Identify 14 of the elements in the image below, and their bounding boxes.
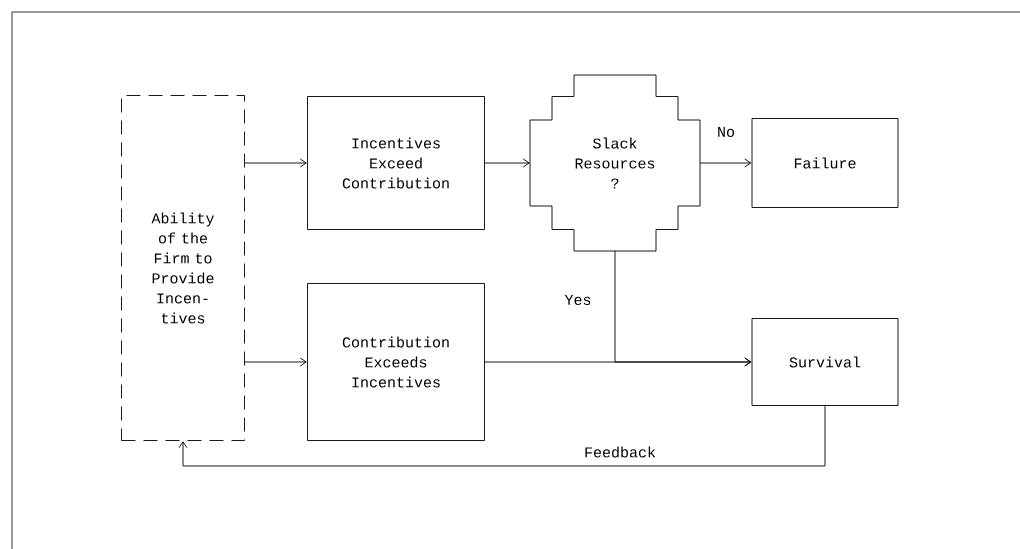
process-box: Failure xyxy=(751,118,899,208)
input-box: Ability of the Firm to Provide Incen- tives xyxy=(121,95,245,441)
edge-label: Yes xyxy=(562,293,594,307)
edge-label: Feedback xyxy=(582,444,658,460)
arrow xyxy=(484,357,752,367)
process-box: Incentives Exceed Contribution xyxy=(307,96,485,230)
arrow xyxy=(484,158,530,168)
edge-label: No xyxy=(715,125,737,139)
arrow xyxy=(244,158,307,168)
arrow xyxy=(178,405,826,467)
arrow xyxy=(699,158,752,168)
process-box: Contribution Exceeds Incentives xyxy=(307,283,485,441)
process-box: Survival xyxy=(751,318,899,406)
arrow xyxy=(244,357,307,367)
